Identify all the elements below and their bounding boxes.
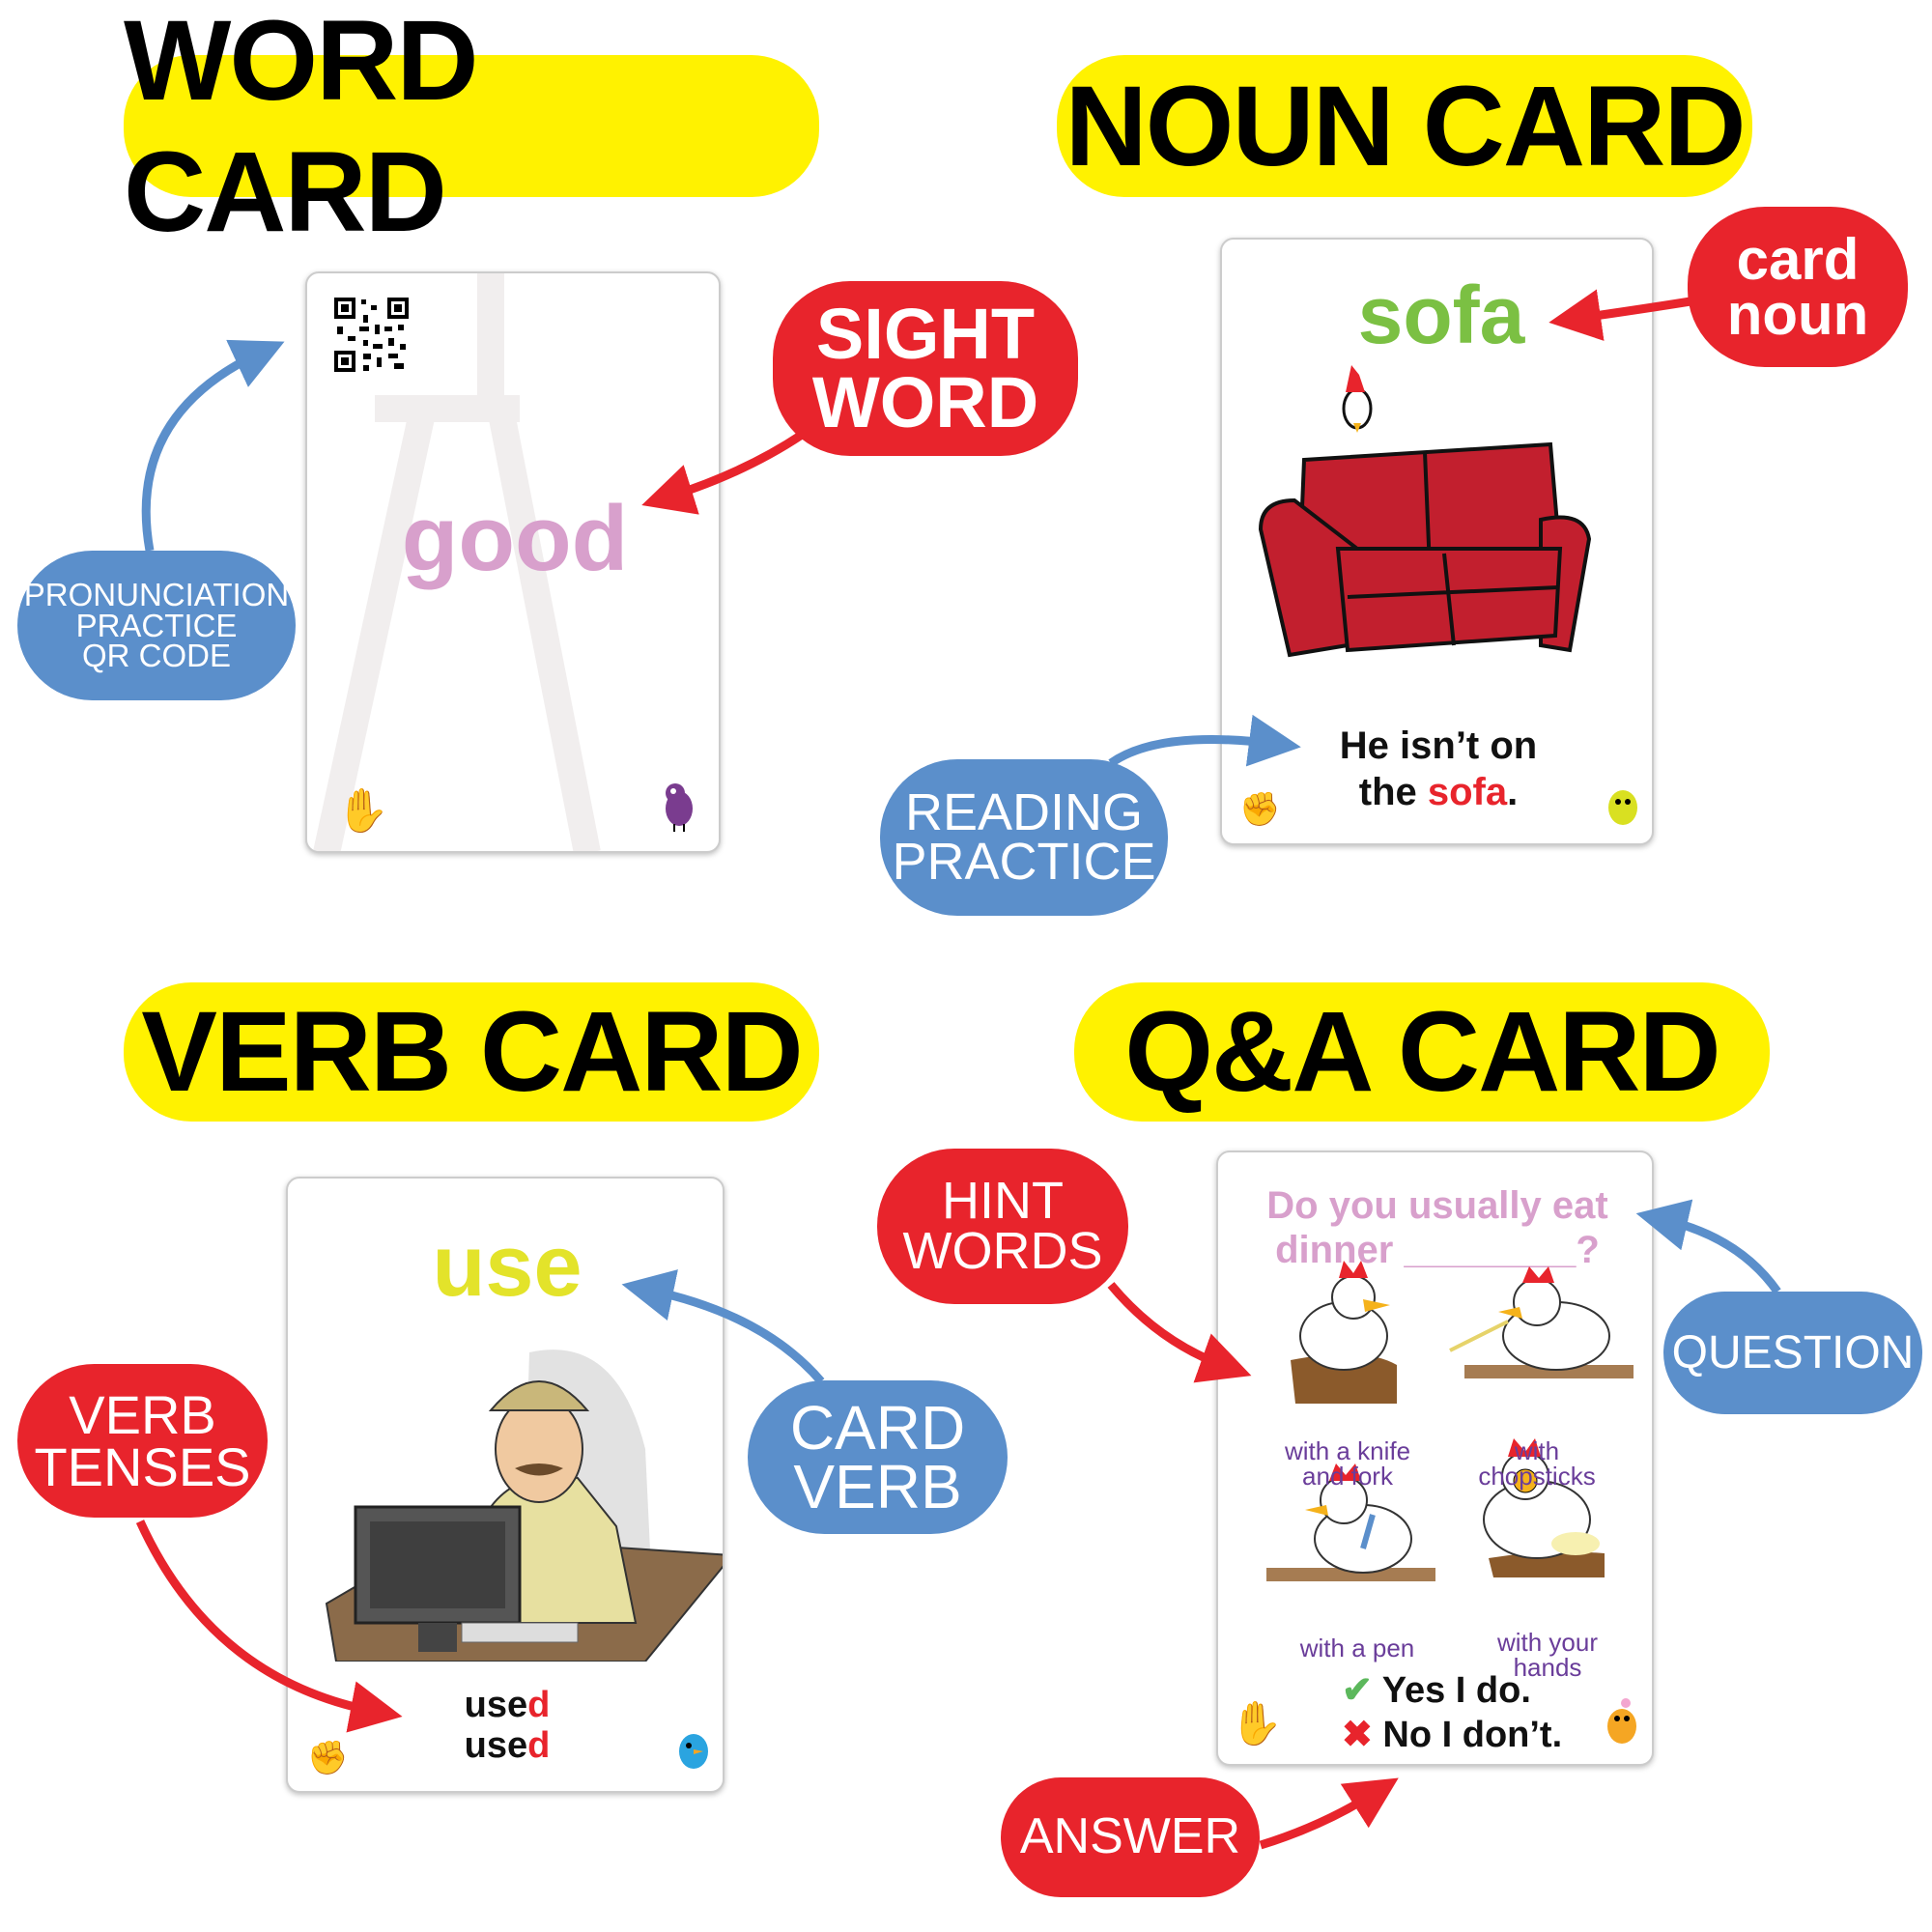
tense-ending: d <box>527 1685 551 1725</box>
hand-icon: ✋ <box>336 787 389 835</box>
chicken-illustrations <box>1266 1261 1634 1581</box>
arrow-qr-code <box>141 339 285 552</box>
cross-icon: ✖ <box>1342 1714 1373 1755</box>
callout-reading-practice: READING PRACTICE <box>880 759 1168 916</box>
purple-bird-icon <box>666 783 693 832</box>
chicken-pen-icon <box>1266 1463 1435 1581</box>
option-label: with chopsticks <box>1478 1436 1596 1491</box>
option-label: with your hands <box>1496 1628 1599 1682</box>
callout-card-noun: card noun <box>1688 207 1908 367</box>
callout-verb-tenses: VERB TENSES <box>17 1364 268 1518</box>
callout-hint-words: HINT WORDS <box>877 1149 1128 1304</box>
verb-card: use used used ✊ <box>286 1177 724 1793</box>
background-chair-icon <box>313 273 601 851</box>
callout-qr-code: PRONUNCIATION PRACTICE QR CODE <box>17 551 296 700</box>
sentence-line-2: the sofa. <box>1340 769 1537 815</box>
chicken-chopsticks-icon <box>1449 1266 1634 1378</box>
qa-card: Do you usually eat dinner ________? with… <box>1216 1151 1654 1766</box>
word-card: good ✋ <box>305 271 721 853</box>
tense-stem: use <box>464 1724 528 1766</box>
question-text: Do you usually eat dinner ________? <box>1266 1183 1607 1272</box>
noun-card: sofa He isn’t on the sofa. ✊ <box>1220 238 1654 845</box>
card-word: sofa <box>1357 270 1525 360</box>
word-card-title: WORD CARD <box>124 0 819 256</box>
noun-card-title: NOUN CARD <box>1057 55 1752 197</box>
sentence-prefix: the <box>1358 771 1428 813</box>
hand-icon: ✋ <box>1230 1700 1283 1747</box>
fist-hand-icon: ✊ <box>307 1740 349 1776</box>
verb-card-title: VERB CARD <box>124 982 819 1122</box>
callout-answer: ANSWER <box>1001 1777 1260 1897</box>
tense-ending: d <box>527 1724 551 1766</box>
past-participle: used <box>464 1724 551 1767</box>
qa-card-title: Q&A CARD <box>1074 982 1770 1122</box>
fist-hand-icon: ✊ <box>1239 791 1281 828</box>
tense-stem: use <box>464 1685 528 1725</box>
callout-card-verb: CARD VERB <box>748 1380 1008 1534</box>
arrow-question <box>1635 1199 1781 1294</box>
callout-sight-word: SIGHT WORD <box>773 281 1078 456</box>
yes-answer: ✔ Yes I do. <box>1342 1669 1562 1714</box>
question-line-1: Do you usually eat <box>1266 1184 1608 1227</box>
sentence-suffix: . <box>1507 771 1519 813</box>
answer-options: ✔ Yes I do. ✖ No I don’t. <box>1342 1669 1562 1757</box>
no-text: No I don’t. <box>1382 1714 1563 1755</box>
checkmark-icon: ✔ <box>1342 1670 1373 1711</box>
chicken-knife-fork-icon <box>1291 1261 1397 1404</box>
arrow-answer <box>1259 1777 1399 1850</box>
card-word: use <box>432 1218 582 1315</box>
orange-bird-icon <box>1607 1698 1636 1744</box>
sentence-line-1: He isn’t on <box>1339 724 1538 767</box>
verb-tenses: used used <box>464 1685 551 1767</box>
blue-bird-icon <box>679 1734 708 1769</box>
yes-text: Yes I do. <box>1381 1670 1531 1711</box>
option-label: with a pen <box>1299 1634 1415 1662</box>
red-sofa-icon <box>1258 365 1592 658</box>
explorer-at-computer-icon <box>325 1350 723 1662</box>
chicken-hands-icon <box>1483 1438 1605 1577</box>
no-answer: ✖ No I don’t. <box>1342 1714 1562 1758</box>
qr-code-icon <box>334 298 409 372</box>
arrow-hint-words <box>1107 1282 1252 1383</box>
sentence-highlight: sofa <box>1427 771 1508 813</box>
option-label: with a knife and fork <box>1284 1436 1411 1491</box>
question-line-2: dinner ________? <box>1275 1229 1600 1271</box>
yellow-bird-icon <box>1608 790 1637 825</box>
card-word: good <box>401 487 629 590</box>
past-tense: used <box>464 1685 551 1726</box>
callout-question: QUESTION <box>1663 1292 1922 1414</box>
reading-sentence: He isn’t on the sofa. <box>1340 723 1537 815</box>
